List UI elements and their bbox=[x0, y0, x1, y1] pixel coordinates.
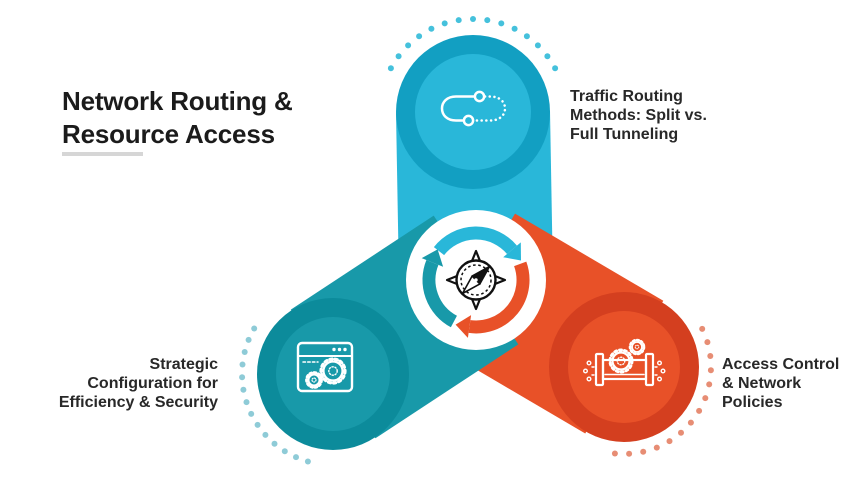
label-access-control: Access Control & Network Policies bbox=[722, 356, 840, 411]
gear-core-large bbox=[328, 366, 338, 376]
center-hub bbox=[406, 210, 546, 350]
arc-dot bbox=[687, 419, 694, 426]
arc-dot bbox=[666, 438, 673, 445]
arc-dot bbox=[241, 349, 248, 355]
arc-dot bbox=[611, 450, 618, 457]
arc-dot bbox=[245, 336, 252, 343]
node-bottom-left-inner bbox=[276, 317, 390, 431]
arc-dot bbox=[243, 399, 250, 406]
arc-dot bbox=[707, 367, 714, 374]
cycle-arc-teal bbox=[422, 259, 458, 328]
gear-teeth-small bbox=[305, 371, 323, 389]
label-strategic-configuration: Strategic Configuration for Efficiency &… bbox=[58, 356, 218, 411]
arc-dot bbox=[387, 65, 394, 72]
pipe-gear-core-large bbox=[616, 356, 626, 366]
arc-dot bbox=[706, 381, 713, 388]
browser-gears-icon bbox=[296, 341, 354, 393]
arc-dot bbox=[470, 16, 476, 22]
node-bottom-left bbox=[257, 298, 409, 450]
arc-dot bbox=[498, 20, 505, 27]
route-node-b bbox=[462, 114, 475, 127]
arc-dot bbox=[552, 65, 559, 72]
node-top bbox=[396, 35, 550, 189]
arc-dot bbox=[293, 454, 299, 461]
arc-dot bbox=[678, 429, 684, 436]
dotted-arc-bottom-left bbox=[239, 325, 311, 465]
pipeline-gears-icon bbox=[583, 338, 666, 387]
label-traffic-routing: Traffic Routing Methods: Split vs. Full … bbox=[570, 88, 707, 143]
browser-window bbox=[296, 341, 354, 393]
arc-dot bbox=[707, 353, 714, 359]
arc-dot bbox=[523, 33, 530, 40]
compass-dotted-ring bbox=[460, 264, 492, 296]
arc-dot bbox=[262, 431, 269, 438]
pipe-gear-body-small bbox=[631, 341, 643, 353]
cycle-arrows-icon bbox=[422, 226, 530, 334]
node-top-inner bbox=[415, 54, 531, 170]
arc-dot bbox=[239, 374, 246, 381]
compass-icon bbox=[445, 249, 507, 311]
page-title: Network Routing & Resource Access bbox=[62, 86, 293, 149]
arc-dot bbox=[271, 440, 278, 447]
cycle-arc-orange bbox=[468, 261, 530, 334]
cycle-arrowhead-orange bbox=[455, 315, 472, 338]
gear-body-large bbox=[322, 360, 344, 382]
arc-dot bbox=[704, 339, 711, 346]
route-dotted-segment bbox=[473, 95, 507, 122]
pipe-sparks-right bbox=[654, 360, 666, 382]
cycle-arrowhead-teal bbox=[421, 249, 444, 267]
arc-dot bbox=[702, 395, 709, 402]
pipe-body bbox=[601, 358, 648, 381]
arc-dot bbox=[626, 450, 633, 457]
arc-dot bbox=[544, 53, 551, 60]
title-underline bbox=[62, 152, 143, 156]
route-node-a bbox=[473, 90, 486, 103]
arc-dot bbox=[699, 325, 706, 332]
arc-dot bbox=[441, 20, 448, 27]
compass-center-dot bbox=[474, 278, 478, 282]
arc-dot bbox=[248, 410, 255, 417]
arc-dot bbox=[395, 53, 402, 60]
pipe-gear-body-large bbox=[611, 351, 631, 371]
arc-dot bbox=[281, 448, 288, 455]
pipe-gear-teeth-small bbox=[628, 338, 646, 356]
arc-dot bbox=[534, 42, 541, 49]
route-solid-segment bbox=[440, 95, 476, 122]
arc-dot bbox=[240, 386, 247, 393]
gear-teeth-large bbox=[319, 357, 347, 385]
arc-dot bbox=[405, 42, 412, 49]
arc-dot bbox=[304, 458, 311, 465]
arc-dot bbox=[254, 421, 261, 428]
arc-dot bbox=[696, 407, 703, 414]
pipe-gear-teeth-large bbox=[608, 348, 634, 374]
dotted-arc-top bbox=[387, 16, 559, 72]
arc-dot bbox=[484, 17, 491, 24]
pipe-sparks-left bbox=[583, 360, 595, 382]
arc-dot bbox=[455, 17, 462, 24]
gear-body-small bbox=[307, 373, 321, 387]
arc-dot bbox=[416, 33, 423, 40]
node-bottom-right bbox=[549, 292, 699, 442]
arc-dot bbox=[511, 25, 518, 32]
pipe-gear-core-small bbox=[634, 344, 640, 350]
cycle-arc-cyan bbox=[433, 226, 517, 256]
arc-dot bbox=[640, 448, 647, 455]
browser-dot bbox=[337, 347, 342, 352]
browser-dot bbox=[343, 347, 347, 352]
arc-dot bbox=[251, 325, 258, 332]
cycle-arrowhead-cyan bbox=[503, 242, 521, 261]
node-bottom-right-inner bbox=[568, 311, 680, 423]
browser-dot bbox=[332, 347, 336, 352]
arc-dot bbox=[653, 444, 660, 451]
arc-dot bbox=[428, 25, 435, 32]
gear-core-small bbox=[311, 377, 317, 383]
dotted-arc-bottom-right bbox=[611, 325, 714, 457]
arc-dot bbox=[239, 361, 246, 368]
route-path-icon bbox=[440, 90, 507, 127]
